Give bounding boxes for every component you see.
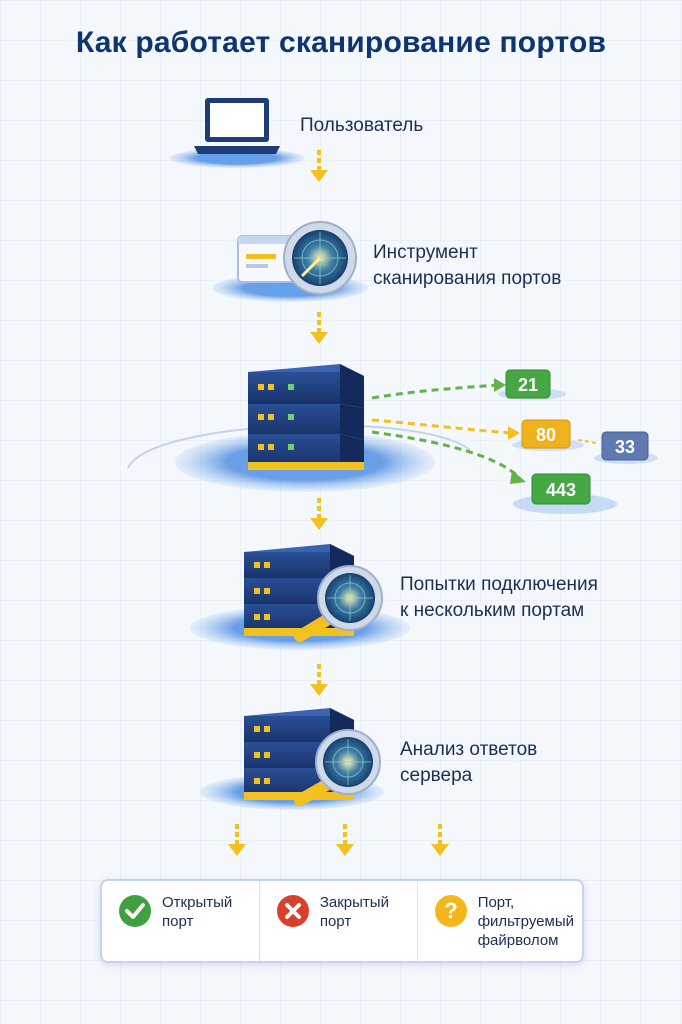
page-title: Как работает сканирование портов (75, 26, 607, 59)
cross-icon (276, 895, 309, 927)
port-arrow-443 (371, 430, 526, 484)
legend-item-open: Открытый порт (102, 881, 260, 961)
step-label-tool: Инструмент сканирования портов (373, 242, 562, 289)
step-label-analyze: Анализ ответов сервера (400, 739, 538, 786)
legend-item-filtered: ? Порт, фильтруемый файрволом (418, 881, 582, 961)
port-label-443: 443 (546, 480, 576, 500)
flow-arrow-3 (308, 496, 330, 532)
server-step: 21 80 33 443 (127, 364, 658, 514)
port-arrow-33 (577, 439, 597, 444)
port-arrow-21 (371, 378, 506, 400)
question-icon: ? (434, 895, 467, 927)
flow-arrow-1 (308, 148, 330, 184)
flow-arrow-right (429, 822, 451, 858)
user-step (169, 98, 305, 168)
status-legend: Открытый порт Закрытый порт ? Порт, филь… (100, 879, 584, 963)
port-arrow-80 (371, 418, 520, 440)
port-badge-21 (505, 369, 551, 399)
laptop-icon (194, 98, 280, 154)
port-label-33: 33 (615, 437, 635, 457)
tool-step (212, 221, 368, 302)
step-label-connect: Попытки подключения к нескольким портам (400, 574, 598, 621)
port-badge-80 (521, 419, 571, 449)
step-label-user: Пользователь (300, 115, 424, 136)
port-badge-443 (531, 473, 591, 505)
magnifier-icon (294, 729, 381, 806)
port-label-80: 80 (536, 425, 556, 445)
server-icon (248, 364, 364, 470)
flow-arrow-4 (308, 662, 330, 698)
flow-arrow-left (226, 822, 248, 858)
browser-window-icon (237, 235, 297, 283)
legend-item-closed: Закрытый порт (260, 881, 418, 961)
port-label-21: 21 (518, 375, 538, 395)
magnifier-icon (294, 565, 383, 642)
flow-arrow-2 (308, 310, 330, 346)
flow-arrow-middle (334, 822, 356, 858)
check-icon (119, 895, 151, 927)
radar-icon (283, 221, 357, 295)
port-badge-33 (601, 431, 649, 461)
connect-step (190, 544, 410, 650)
analyze-step (200, 708, 384, 810)
svg-text:?: ? (444, 898, 457, 923)
